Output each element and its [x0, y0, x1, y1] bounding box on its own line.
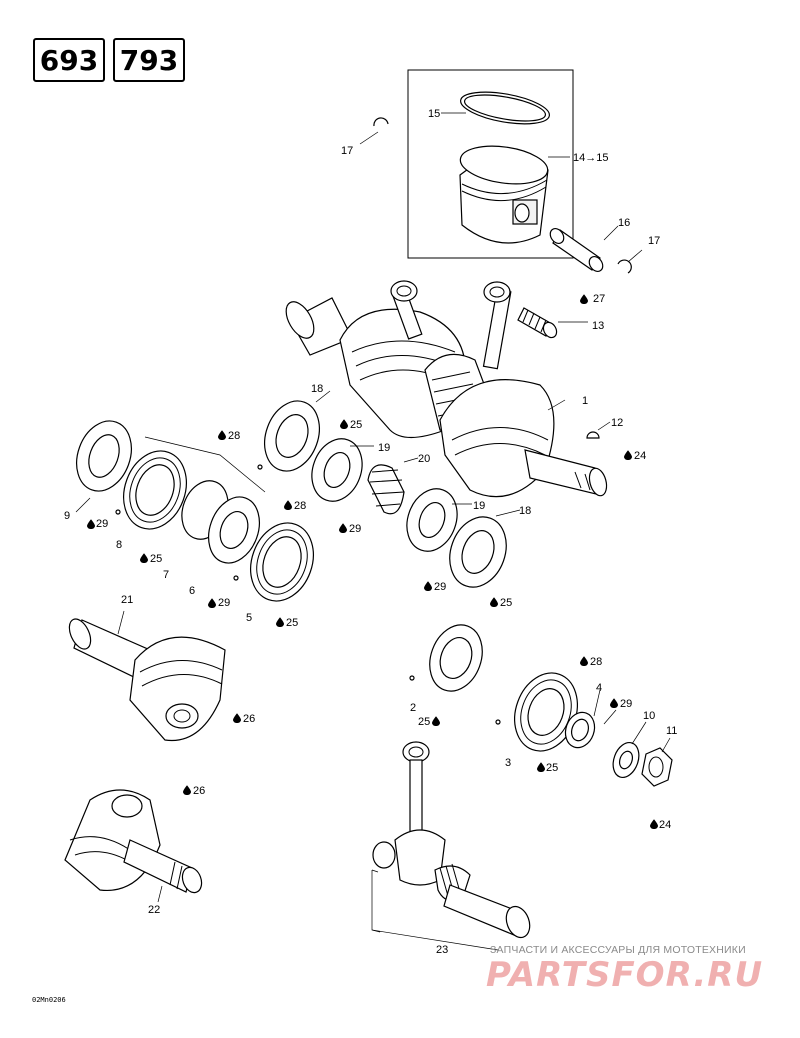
- label-25-d: 25: [286, 617, 298, 629]
- label-2: 2: [410, 702, 416, 714]
- label-25-c: 25: [500, 597, 512, 609]
- label-26-b: 26: [193, 785, 205, 797]
- label-6: 6: [189, 585, 195, 597]
- piston-assembly: [359, 69, 574, 259]
- label-11: 11: [666, 725, 677, 737]
- key: [586, 431, 600, 439]
- label-25-b: 25: [150, 553, 162, 565]
- label-18-mid: 18: [519, 505, 531, 517]
- callout-labels: 27 13 15 14→15 17 16 17 1 12 24 18 25 28…: [64, 108, 677, 956]
- label-12: 12: [611, 417, 623, 429]
- model-693-box: 693: [33, 38, 105, 82]
- left-bearings: [75, 420, 314, 602]
- label-17-right: 17: [648, 235, 660, 247]
- label-5: 5: [246, 612, 252, 624]
- label-9: 9: [64, 510, 70, 522]
- label-24-bottom: 24: [659, 819, 671, 831]
- label-8: 8: [116, 539, 122, 551]
- model-793-label: 793: [119, 43, 179, 77]
- label-26-a: 26: [243, 713, 255, 725]
- model-793-box: 793: [113, 38, 185, 82]
- label-23: 23: [436, 944, 448, 956]
- label-29-d: 29: [218, 597, 230, 609]
- circlip-right: [617, 259, 632, 274]
- circlip-top: [373, 117, 389, 127]
- lower-right-bearings: [429, 624, 673, 787]
- label-15: 15: [428, 108, 440, 120]
- center-bearings: [264, 390, 521, 588]
- label-1: 1: [582, 395, 588, 407]
- label-25-a: 25: [350, 419, 362, 431]
- label-13: 13: [592, 320, 604, 332]
- label-7: 7: [163, 569, 169, 581]
- crank-half-21: [68, 610, 226, 742]
- model-693-label: 693: [39, 43, 99, 77]
- label-14: 14→15: [573, 152, 608, 164]
- drawing-code: 02Mn0206: [32, 996, 66, 1004]
- label-10: 10: [643, 710, 655, 722]
- label-16: 16: [618, 217, 630, 229]
- label-28-b: 28: [294, 500, 306, 512]
- label-28-a: 28: [228, 430, 240, 442]
- label-29-c: 29: [434, 581, 446, 593]
- label-29-e: 29: [620, 698, 632, 710]
- label-17-top: 17: [341, 145, 353, 157]
- watermark-caption: ЗАПЧАСТИ И АКСЕССУАРЫ ДЛЯ МОТОТЕХНИКИ: [490, 944, 746, 956]
- label-19-top: 19: [378, 442, 390, 454]
- label-4: 4: [596, 682, 602, 694]
- label-21: 21: [121, 594, 133, 606]
- crankshaft-assembly: [285, 280, 611, 498]
- label-27: 27: [593, 293, 605, 305]
- connecting-rod-assembly: [371, 741, 531, 951]
- label-3: 3: [505, 757, 511, 769]
- label-25-e: 25: [418, 716, 430, 728]
- label-28-c: 28: [590, 656, 602, 668]
- watermark-logo: PARTSFOR.RU: [486, 955, 764, 995]
- label-24-top: 24: [634, 450, 646, 462]
- label-25-f: 25: [546, 762, 558, 774]
- piston-pin: [549, 225, 643, 274]
- label-18-top: 18: [311, 383, 323, 395]
- label-29-a: 29: [96, 518, 108, 530]
- label-19-mid: 19: [473, 500, 485, 512]
- needle-bearing: [517, 307, 588, 339]
- label-22: 22: [148, 904, 160, 916]
- label-29-b: 29: [349, 523, 361, 535]
- label-20: 20: [418, 453, 430, 465]
- nut-11: [641, 747, 673, 787]
- crank-half-22: [64, 789, 203, 903]
